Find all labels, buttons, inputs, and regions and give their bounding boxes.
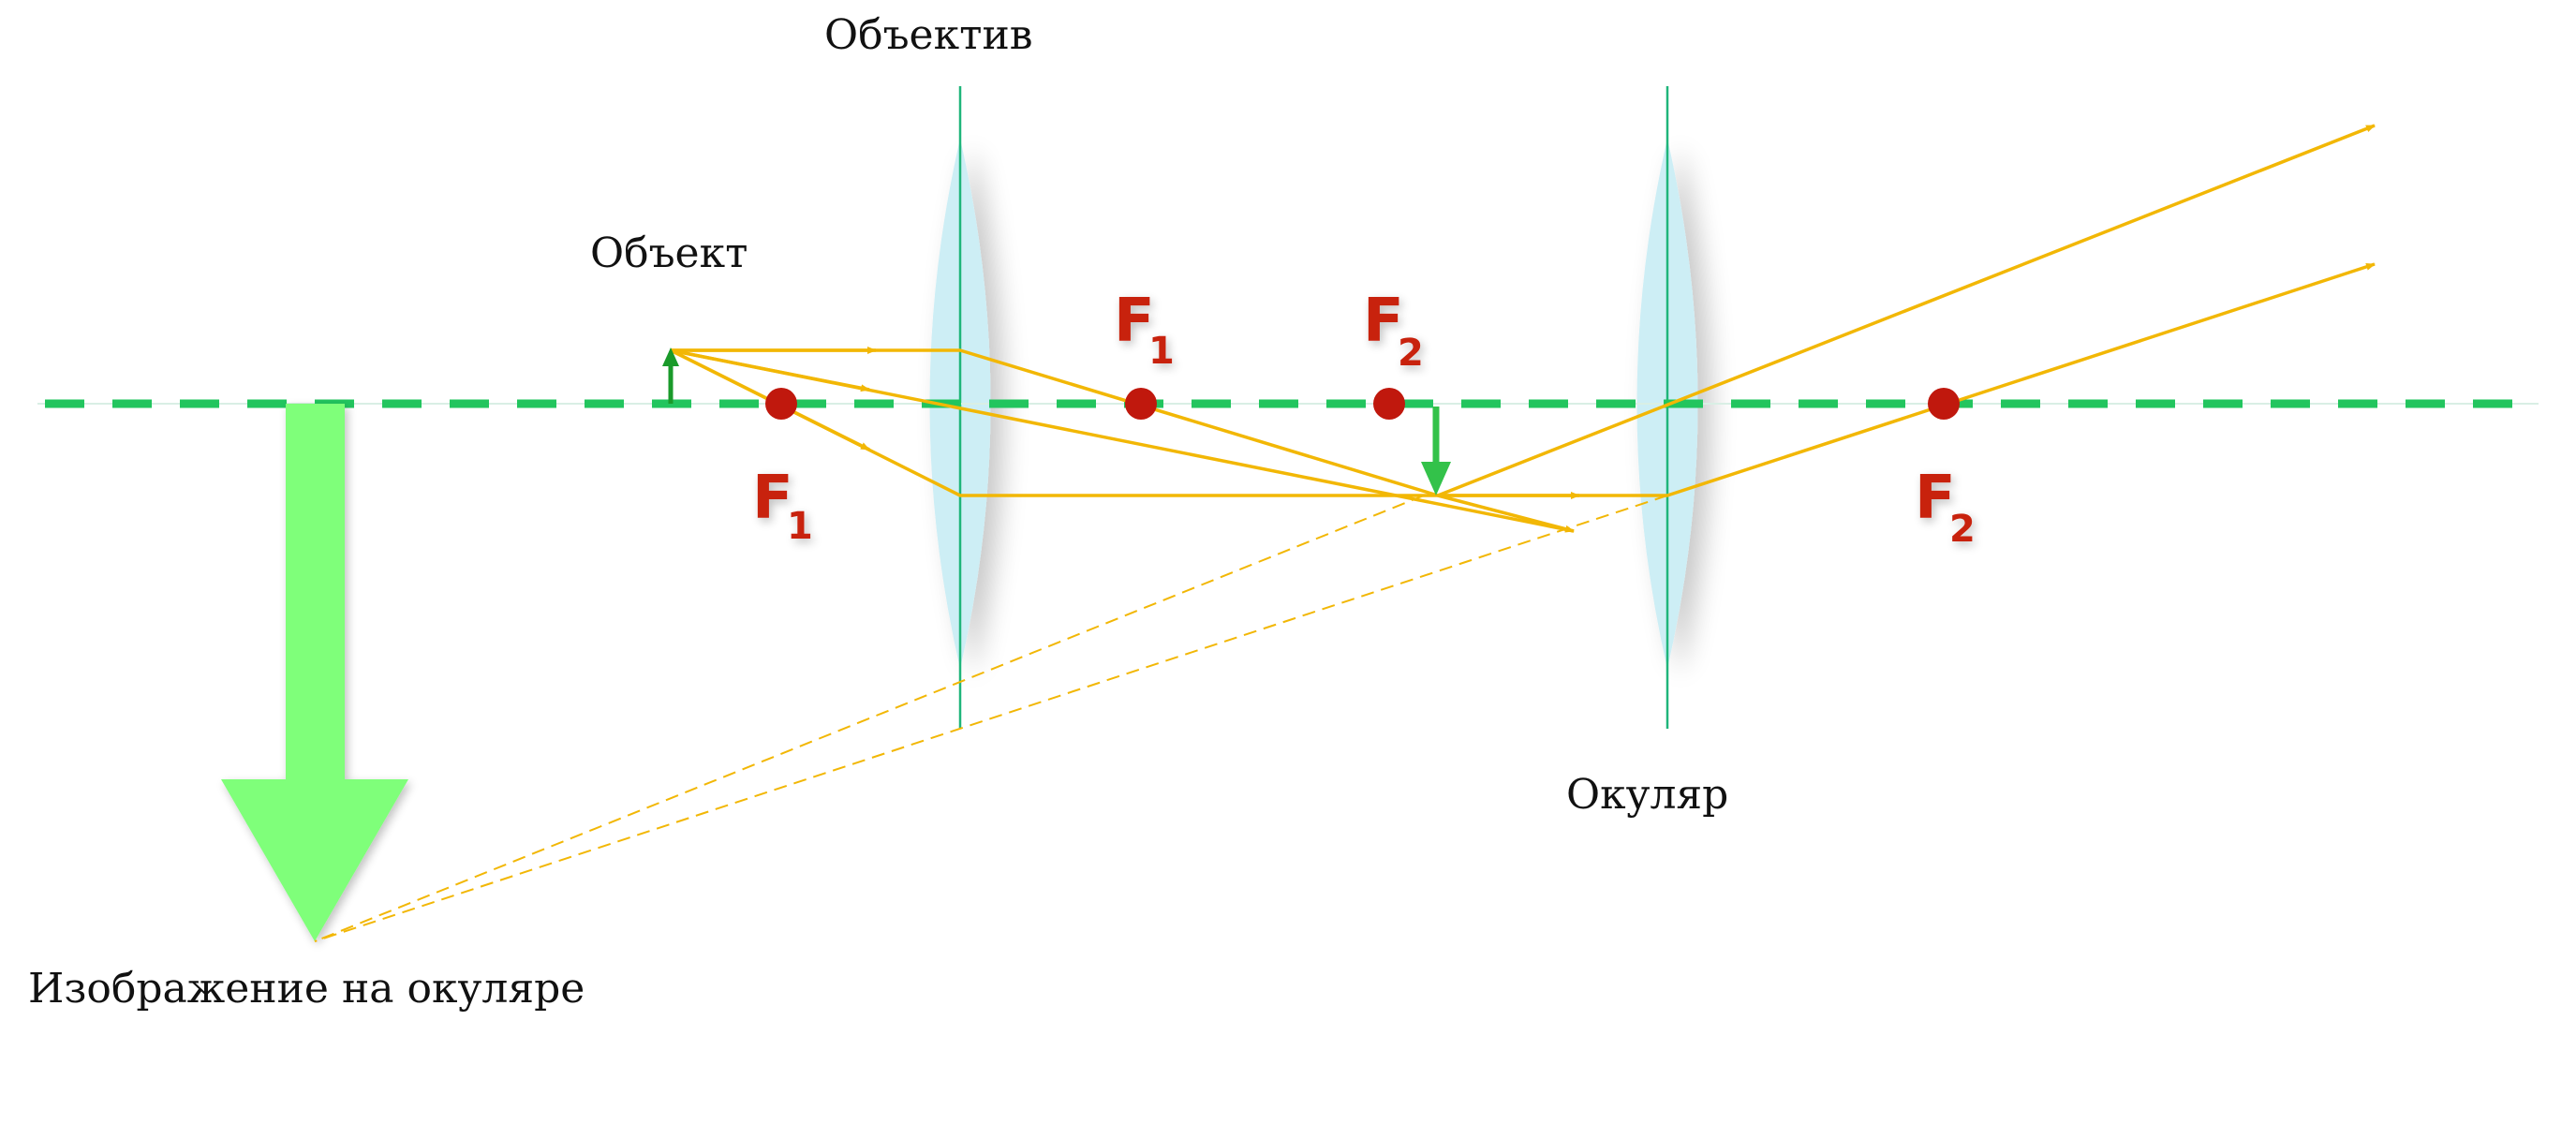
focal-label-letter: F (1363, 287, 1404, 356)
focal-point-dots (765, 388, 1960, 420)
focal-label-f1-left: F 1 (752, 464, 813, 548)
focal-label-f2-left: F 2 (1363, 287, 1424, 375)
focal-point-f2-left (1373, 388, 1405, 420)
virtual-ray-extensions (314, 495, 1668, 942)
focal-point-f1-left (765, 388, 797, 420)
object-arrow (662, 348, 679, 404)
virtual-ray-extension (314, 495, 1668, 942)
focal-label-index: 1 (787, 505, 813, 548)
ray-arrow-segment (670, 348, 870, 392)
focal-label-letter: F (1114, 287, 1155, 356)
ray-arrow-segment (1437, 494, 1575, 533)
focal-label-f2-right: F 2 (1915, 464, 1976, 551)
virtual-ray-extension (314, 495, 1425, 942)
light-rays (670, 124, 2376, 533)
focal-label-letter: F (752, 464, 793, 533)
objective-label: Объектив (824, 11, 1033, 59)
eyepiece-exit-ray (1437, 124, 2376, 497)
focal-label-index: 1 (1148, 330, 1175, 373)
image-label: Изображение на окуляре (28, 965, 585, 1013)
focal-label-index: 2 (1949, 508, 1976, 551)
eyepiece-label: Окуляр (1566, 771, 1728, 819)
focal-label-index: 2 (1398, 332, 1424, 375)
eyepiece-exit-ray (1438, 262, 2376, 497)
focal-label-letter: F (1915, 464, 1956, 533)
intermediate-image-arrow (1421, 407, 1451, 495)
focal-point-f1-right (1125, 388, 1157, 420)
eyepiece-image-arrow (221, 404, 408, 941)
object-label: Объект (590, 229, 748, 277)
object-arrow-head (662, 348, 679, 366)
intermediate-arrow-head (1421, 462, 1451, 495)
focal-label-f1-right: F 1 (1114, 287, 1175, 373)
focal-point-f2-right (1928, 388, 1960, 420)
